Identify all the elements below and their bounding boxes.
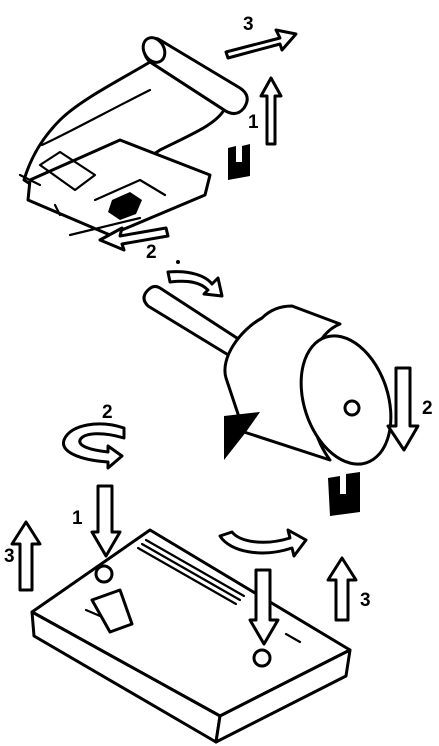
spindle-rod xyxy=(144,286,240,356)
left-seat xyxy=(96,566,112,582)
mid-label-2-right: 2 xyxy=(422,398,433,419)
mid-label-2-left: 2 xyxy=(102,402,113,423)
top-label-3: 3 xyxy=(243,14,254,35)
top-arrow-1 xyxy=(261,78,281,144)
bot-arrow-3-left xyxy=(12,522,40,590)
mid-rotate-arrow xyxy=(168,272,222,296)
dot-mark xyxy=(176,260,180,264)
bot-arrow-3-right xyxy=(328,558,356,620)
bot-label-1: 1 xyxy=(72,508,83,529)
middle-roll-illustration: 2 2 xyxy=(63,260,432,516)
right-roll-holder xyxy=(328,472,360,516)
right-seat xyxy=(254,650,270,666)
bot-label-3-left: 3 xyxy=(4,546,15,567)
mid-curved-arrow-2 xyxy=(63,424,124,468)
bot-arrow-1 xyxy=(92,486,120,556)
top-bracket xyxy=(228,144,250,180)
top-label-1: 1 xyxy=(248,112,259,133)
top-label-2: 2 xyxy=(146,242,157,263)
bottom-base-illustration: 1 3 3 xyxy=(4,486,371,742)
bot-label-3-right: 3 xyxy=(360,590,371,611)
top-arrow-3 xyxy=(226,30,296,58)
roll-core xyxy=(345,401,359,415)
bot-curved-arrow xyxy=(220,530,306,556)
top-paper-feed-illustration: 3 1 2 xyxy=(20,14,296,263)
mid-arrow-2-down xyxy=(388,368,418,450)
